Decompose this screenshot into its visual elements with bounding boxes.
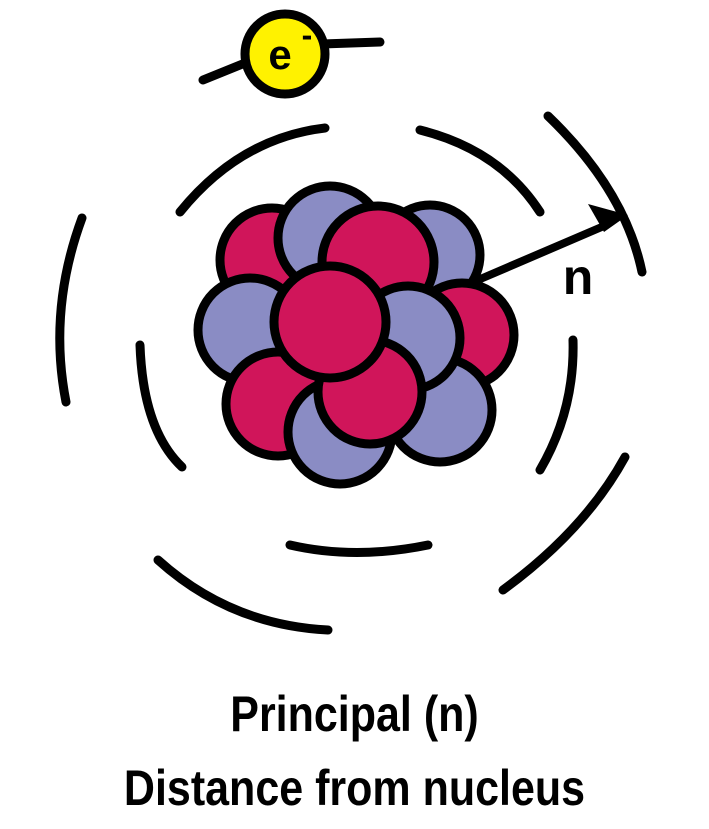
electron-orbit-path — [198, 37, 385, 85]
orbit-shells — [55, 111, 647, 635]
arrow-label-n: n — [563, 249, 594, 305]
caption-subtitle: Distance from nucleus — [123, 760, 586, 816]
orbit-arc — [498, 452, 630, 595]
nucleus — [193, 181, 519, 489]
atom-diagram: n e - — [55, 9, 647, 635]
orbit-arc — [543, 111, 647, 277]
orbit-arc — [135, 340, 187, 472]
electron-circle — [240, 9, 330, 99]
orbit-arc — [415, 125, 545, 217]
orbit-arc — [535, 335, 578, 475]
orbit-arc — [55, 213, 87, 407]
proton — [269, 261, 391, 383]
radius-arrow — [474, 204, 628, 284]
orbit-arc — [285, 540, 433, 557]
caption-title: Principal (n) — [230, 686, 479, 742]
orbit-arc — [153, 555, 333, 635]
electron: e - — [198, 9, 385, 99]
orbit-arc — [175, 123, 330, 217]
electron-charge: - — [302, 17, 313, 53]
electron-label: e — [268, 31, 291, 78]
